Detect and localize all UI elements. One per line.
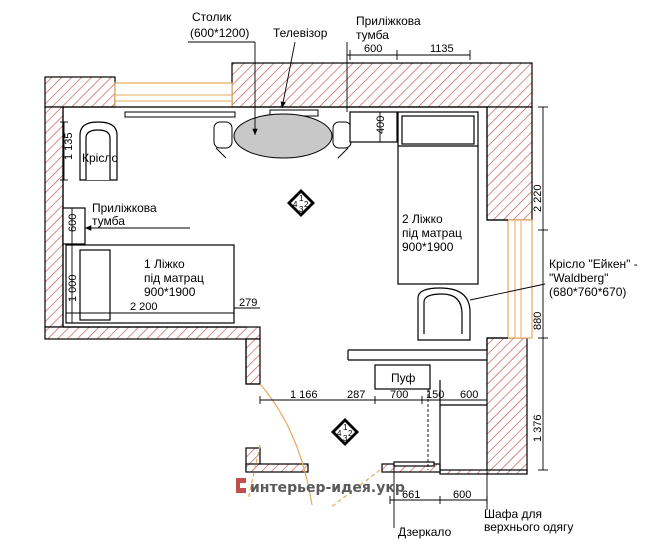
dim-700: 700 bbox=[390, 389, 408, 401]
room-outline bbox=[62, 106, 488, 384]
compass-w: 4 bbox=[337, 429, 342, 438]
dim-1135: 1135 bbox=[430, 43, 454, 55]
table-size-label: (600*1200) bbox=[190, 26, 249, 40]
dim-600-top: 600 bbox=[364, 43, 382, 55]
compass-s: 3 bbox=[299, 205, 304, 214]
dim-600-bot: 600 bbox=[453, 489, 471, 501]
leader-lines bbox=[60, 41, 548, 528]
compass-bottom: 1 2 3 4 bbox=[331, 418, 359, 446]
bed2-label-1: 2 Ліжко bbox=[402, 212, 443, 226]
dim-150: 150 bbox=[426, 389, 444, 401]
watermark-text: интерьер-идея.укр bbox=[250, 480, 405, 496]
nightstand-left-label-1: Приліжкова bbox=[92, 201, 157, 215]
armchair-eiken bbox=[417, 287, 471, 341]
bed-1 bbox=[65, 244, 235, 324]
armchair-eiken-label-2: "Waldberg" bbox=[549, 271, 608, 285]
bed2-label-3: 900*1900 bbox=[402, 240, 454, 254]
dim-600-left: 600 bbox=[67, 214, 79, 232]
compass-s: 3 bbox=[343, 434, 348, 443]
bed-2 bbox=[397, 111, 479, 285]
compass-e: 2 bbox=[304, 200, 309, 209]
bed1-label-2: під матрац bbox=[144, 271, 204, 285]
wardrobe-label-2: верхнього одягу bbox=[484, 520, 573, 534]
armchair-small-label: Крісло bbox=[82, 151, 118, 165]
mirror-label: Дзеркало bbox=[398, 525, 452, 539]
dim-600-mid: 600 bbox=[460, 389, 478, 401]
wardrobe-label-1: Шафа для bbox=[484, 507, 542, 521]
compass-top: 1 2 3 4 bbox=[287, 189, 315, 217]
pouf bbox=[374, 364, 431, 390]
compass-n: 1 bbox=[299, 194, 304, 203]
dim-400: 400 bbox=[375, 116, 387, 134]
compass-e: 2 bbox=[348, 429, 353, 438]
armchair-eiken-label-3: (680*760*670) bbox=[549, 285, 626, 299]
armchair-eiken-label-1: Крісло "Ейкен" - bbox=[549, 257, 638, 271]
compass-n: 1 bbox=[343, 423, 348, 432]
table-title-label: Столик bbox=[192, 10, 232, 24]
armchair-small bbox=[79, 121, 118, 181]
compass-w: 4 bbox=[293, 200, 298, 209]
pouf-label: Пуф bbox=[391, 371, 415, 385]
dim-880: 880 bbox=[532, 312, 544, 330]
dim-1166: 1 166 bbox=[290, 389, 318, 401]
dim-2220: 2 220 bbox=[532, 184, 544, 212]
dim-1000: 1 000 bbox=[67, 274, 79, 302]
bed1-label-3: 900*1900 bbox=[144, 285, 196, 299]
bed1-label-1: 1 Ліжко bbox=[144, 257, 185, 271]
door bbox=[246, 383, 381, 509]
nightstand-left-label-2: тумба bbox=[92, 214, 125, 228]
dim-279: 279 bbox=[239, 297, 257, 309]
dim-1376: 1 376 bbox=[532, 414, 544, 442]
dim-135: 1 135 bbox=[63, 132, 75, 160]
watermark: интерьер-идея.укр bbox=[236, 478, 405, 496]
tv-label: Телевізор bbox=[273, 26, 328, 40]
dim-287: 287 bbox=[347, 389, 365, 401]
windows bbox=[114, 82, 533, 339]
nightstand-top-label-2: тумба bbox=[356, 28, 389, 42]
dim-2200: 2 200 bbox=[130, 301, 158, 313]
nightstand-top-label-1: Приліжкова bbox=[356, 14, 421, 28]
wardrobe bbox=[393, 380, 487, 470]
coffee-table bbox=[213, 113, 352, 159]
nightstand-top bbox=[349, 111, 398, 143]
bed2-label-2: під матрац bbox=[402, 226, 462, 240]
dim-661: 661 bbox=[402, 489, 420, 501]
